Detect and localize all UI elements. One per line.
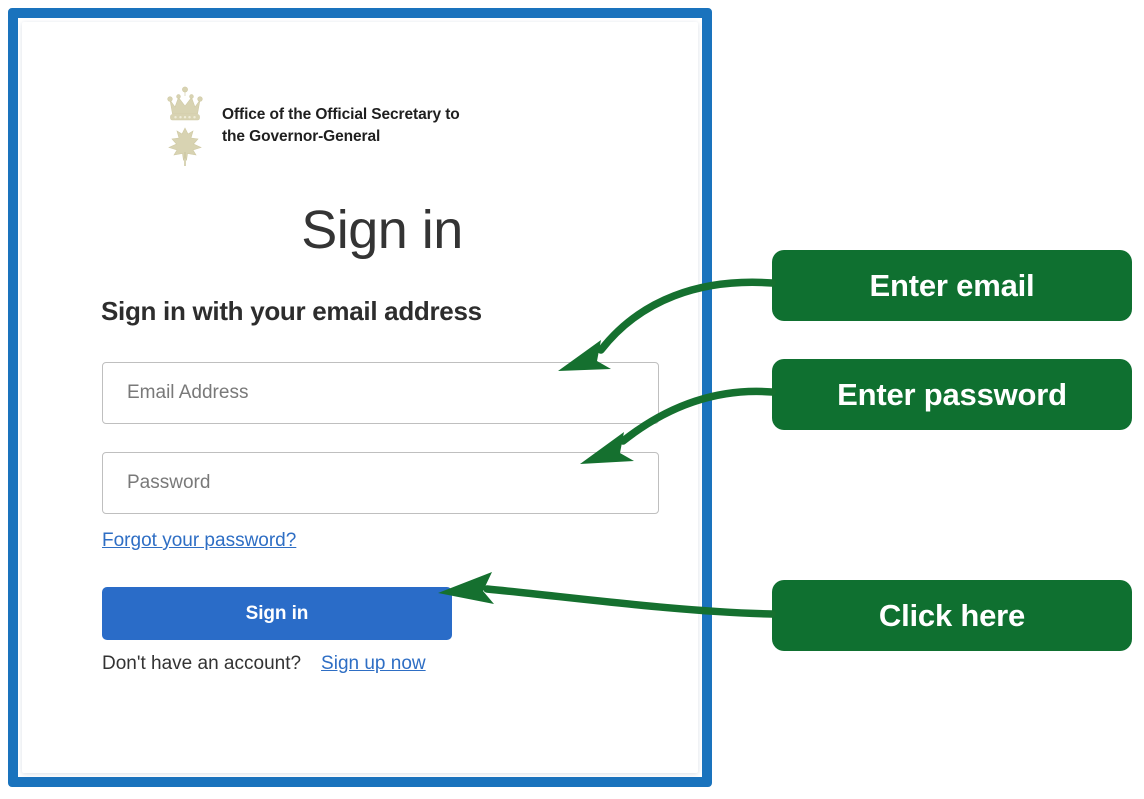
signup-prompt-label: Don't have an account? <box>102 653 302 674</box>
signin-card: Office of the Official Secretary to the … <box>22 22 698 773</box>
callout-click-here: Click here <box>772 580 1132 651</box>
signin-subtitle: Sign in with your email address <box>101 296 482 326</box>
signup-row: Don't have an account? Sign up now <box>102 653 426 675</box>
email-field[interactable] <box>102 362 659 424</box>
brand-name: Office of the Official Secretary to the … <box>222 106 460 145</box>
brand-header: Office of the Official Secretary to the … <box>162 84 460 168</box>
page-title: Sign in <box>301 200 463 260</box>
signup-link[interactable]: Sign up now <box>321 653 426 674</box>
callout-enter-email-label: Enter email <box>869 267 1035 303</box>
callout-enter-email: Enter email <box>772 250 1132 321</box>
forgot-password-link[interactable]: Forgot your password? <box>102 530 297 551</box>
crown-maple-leaf-emblem-icon <box>167 86 203 166</box>
signin-button[interactable]: Sign in <box>102 587 452 640</box>
callout-enter-password: Enter password <box>772 359 1132 430</box>
callout-enter-password-label: Enter password <box>837 376 1067 412</box>
password-field[interactable] <box>102 452 659 514</box>
callout-click-here-label: Click here <box>878 597 1026 633</box>
